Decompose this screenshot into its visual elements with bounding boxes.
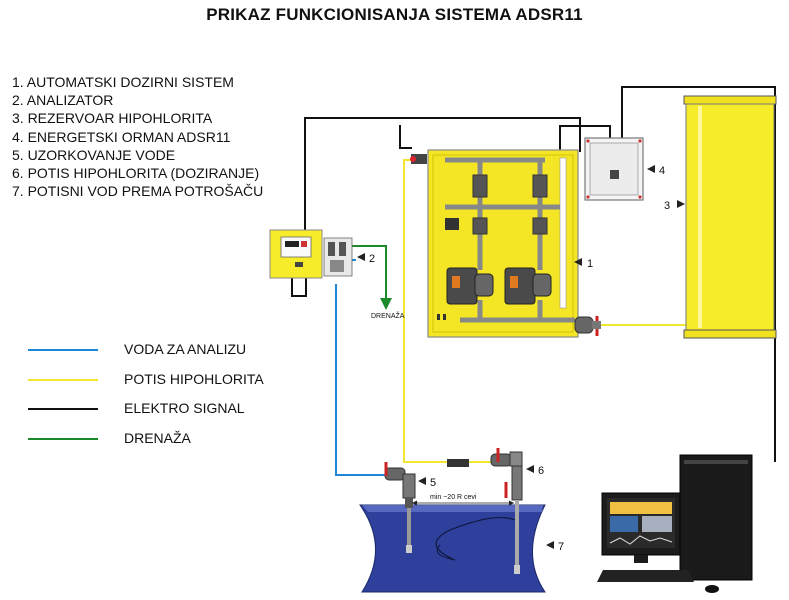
component-list: 1. AUTOMATSKI DOZIRNI SISTEM 2. ANALIZAT… — [12, 73, 263, 200]
hypochlorite-tank — [683, 95, 777, 339]
legend-swatch — [28, 378, 98, 381]
callout-number: 1 — [587, 258, 593, 270]
callout-5: 5 — [418, 477, 436, 489]
callout-7: 7 — [546, 541, 564, 553]
legend-label: VODA ZA ANALIZU — [124, 341, 247, 357]
drain-line — [352, 245, 392, 310]
component-item: 3. REZERVOAR HIPOHLORITA — [12, 110, 213, 127]
callouts: 1 2 3 4 5 6 7 — [357, 165, 685, 553]
callout-4: 4 — [647, 165, 665, 177]
component-item: 2. ANALIZATOR — [12, 92, 114, 109]
callout-number: 2 — [369, 253, 375, 265]
dosing-injector — [447, 448, 523, 574]
legend-label: ELEKTRO SIGNAL — [124, 400, 245, 416]
electro-signal-lines — [291, 86, 776, 462]
outlet-valve — [574, 316, 601, 336]
component-item: 5. UZORKOVANJE VODE — [12, 146, 176, 163]
callout-number: 4 — [659, 165, 665, 177]
component-item: 7. POTISNI VOD PREMA POTROŠAČU — [12, 183, 264, 200]
component-item: 6. POTIS HIPOHLORITA (DOZIRANJE) — [12, 165, 260, 182]
legend-swatch — [28, 437, 98, 440]
callout-number: 6 — [538, 465, 544, 477]
legend-swatch — [28, 349, 98, 351]
legend-swatch — [28, 408, 98, 410]
sample-water-line — [335, 284, 385, 476]
pipe-distance-note: min ~20 R cevi — [430, 494, 477, 501]
analyzer-unit — [269, 229, 353, 279]
component-item: 4. ENERGETSKI ORMAN ADSR11 — [12, 128, 231, 145]
power-cabinet — [584, 137, 644, 201]
component-item: 1. AUTOMATSKI DOZIRNI SISTEM — [12, 74, 234, 90]
callout-number: 5 — [430, 477, 436, 489]
callout-1: 1 — [574, 258, 593, 270]
callout-6: 6 — [526, 465, 544, 477]
callout-3: 3 — [664, 200, 685, 212]
dosing-system-panel — [410, 149, 579, 338]
sampling-probe — [384, 462, 416, 553]
dosing-pump — [446, 267, 494, 305]
callout-number: 7 — [558, 541, 564, 553]
diagram-title: PRIKAZ FUNKCIONISANJA SISTEMA ADSR11 — [206, 5, 583, 24]
legend-label: POTIS HIPOHLORITA — [124, 370, 264, 387]
drain-label: DRENAŽA — [371, 311, 405, 320]
dosing-pump — [504, 267, 552, 305]
computer-workstation — [597, 454, 753, 593]
distance-annotation: min ~20 R cevi — [412, 494, 514, 506]
legend-label: DRENAŽA — [124, 429, 191, 446]
callout-number: 3 — [664, 200, 670, 212]
callout-2: 2 — [357, 253, 375, 265]
